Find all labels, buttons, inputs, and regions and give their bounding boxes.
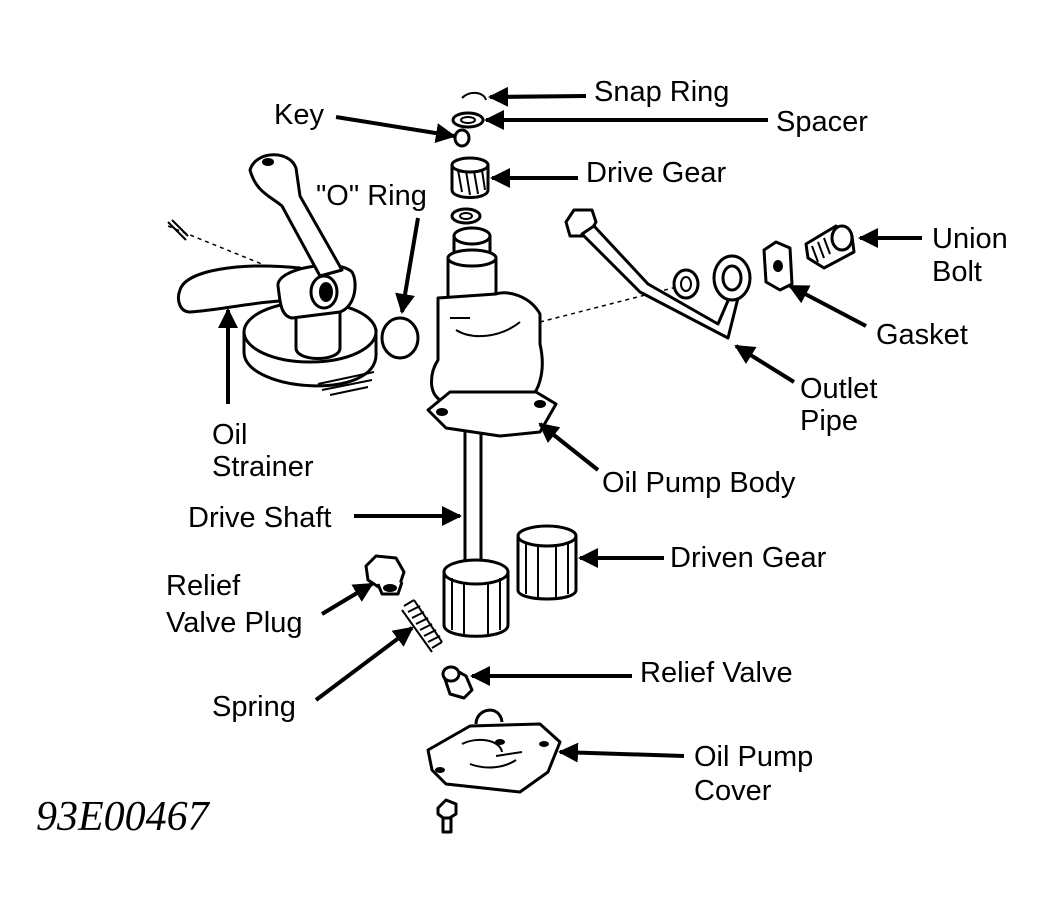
leader-o-ring: [395, 217, 420, 314]
oil-pump-cover-part: [426, 708, 562, 794]
leader-key: [335, 115, 456, 144]
label-outlet-pipe-line2: Pipe: [800, 405, 858, 437]
label-drive-gear: Drive Gear: [586, 157, 727, 189]
label-spring: Spring: [212, 691, 296, 723]
o-ring-part: [380, 316, 420, 360]
leader-snap-ring: [488, 86, 587, 107]
label-oil-pump-cover-line1: Oil Pump: [694, 741, 813, 773]
cover-screw-part: [436, 798, 458, 834]
spring-part: [401, 599, 443, 653]
label-union-bolt-line2: Bolt: [932, 256, 982, 288]
spacer-part: [451, 111, 485, 129]
label-oil-pump-cover-line2: Cover: [694, 775, 772, 807]
label-gasket: Gasket: [876, 319, 968, 351]
label-relief-valve-plug-line1: Relief: [166, 570, 241, 602]
label-relief-valve-plug-line2: Valve Plug: [166, 607, 303, 639]
driven-gear-part: [516, 524, 578, 601]
leader-gasket: [788, 284, 867, 328]
callout-labels: Snap Ring Spacer Key Drive Gear "O" Ring…: [36, 76, 1008, 840]
relief-valve-part: [441, 665, 474, 700]
label-drive-shaft: Drive Shaft: [188, 502, 331, 534]
figure-id: 93E00467: [36, 794, 211, 840]
label-snap-ring: Snap Ring: [594, 76, 729, 108]
label-key: Key: [274, 99, 324, 131]
gasket-part: [762, 240, 794, 292]
washer-part: [450, 207, 482, 225]
oil-strainer-part: [167, 153, 378, 396]
union-bolt-part: [804, 224, 856, 270]
drive-gear-part: [450, 156, 490, 199]
assembly-line: [539, 281, 697, 323]
leader-relief-valve-plug: [320, 582, 374, 616]
label-union-bolt-line1: Union: [932, 223, 1008, 255]
leader-oil-pump-cover: [558, 742, 685, 763]
relief-valve-plug-part: [364, 554, 406, 596]
label-oil-strainer-line1: Oil: [212, 419, 247, 451]
label-outlet-pipe-line1: Outlet: [800, 373, 877, 405]
leader-spring: [314, 626, 414, 702]
leader-outlet-pipe: [734, 344, 796, 384]
label-driven-gear: Driven Gear: [670, 542, 827, 574]
label-oil-pump-body: Oil Pump Body: [602, 467, 796, 499]
snap-ring-part: [461, 92, 487, 101]
label-o-ring: "O" Ring: [316, 180, 427, 212]
outlet-pipe-part: [564, 208, 752, 340]
label-spacer: Spacer: [776, 106, 868, 138]
key-part: [453, 128, 471, 148]
label-oil-strainer-line2: Strainer: [212, 451, 314, 483]
leader-oil-pump-body: [538, 422, 600, 472]
leader-lines: [218, 86, 922, 763]
label-relief-valve: Relief Valve: [640, 657, 793, 689]
oil-pump-body-part: [426, 226, 558, 638]
